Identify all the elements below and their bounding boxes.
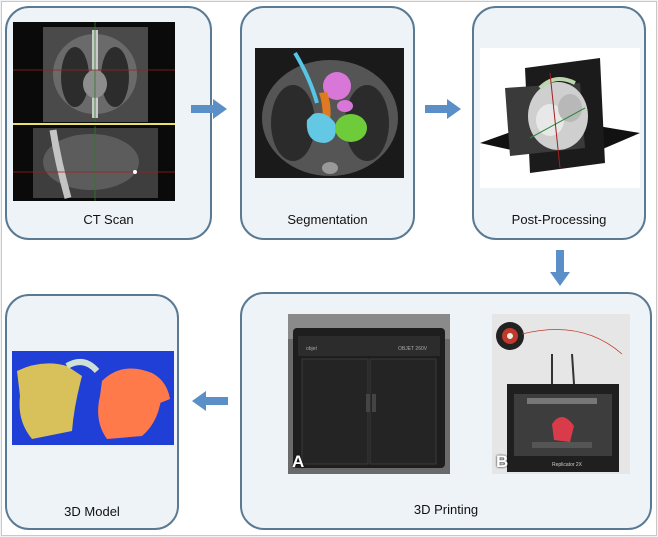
stage-ct-scan: CT Scan xyxy=(5,6,212,240)
model-3d-graphic xyxy=(12,351,174,445)
printer-a-model-text: OBJET 260V xyxy=(398,346,428,352)
segmentation-graphic xyxy=(255,48,404,178)
arrow-left-icon xyxy=(192,391,228,411)
post-processing-image xyxy=(480,48,640,188)
stage-post-processing: Post-Processing xyxy=(472,6,646,240)
stage-label-post-processing: Post-Processing xyxy=(511,212,607,227)
stage-segmentation: Segmentation xyxy=(240,6,415,240)
arrow-right-icon xyxy=(191,99,227,119)
printer-a-graphic: objet OBJET 260V xyxy=(288,314,450,474)
stage-label-segmentation: Segmentation xyxy=(287,212,368,227)
printer-b-graphic: Replicator 2X xyxy=(492,314,630,474)
printer-b-tag: B xyxy=(496,452,509,471)
stage-label-3d-model: 3D Model xyxy=(64,504,120,519)
post-processing-graphic xyxy=(480,48,640,188)
stage-3d-model: 3D Model xyxy=(5,294,179,530)
printer-b-photo: Replicator 2X B xyxy=(492,314,630,474)
stage-label-ct-scan: CT Scan xyxy=(83,212,134,227)
svg-text:objet: objet xyxy=(306,346,317,352)
stage-label-3d-printing: 3D Printing xyxy=(413,502,479,517)
printer-b-model-text: Replicator 2X xyxy=(552,462,583,468)
arrow-right-icon xyxy=(425,99,461,119)
ct-scan-graphic xyxy=(13,22,175,201)
model-3d-photo xyxy=(12,351,174,445)
arrow-down-icon xyxy=(550,250,570,286)
printer-a-photo: objet OBJET 260V A xyxy=(288,314,450,474)
segmentation-image xyxy=(255,48,404,178)
printer-a-tag: A xyxy=(292,452,305,471)
ct-scan-image xyxy=(13,22,175,201)
stage-3d-printing: objet OBJET 260V A Replicator 2X B 3D Pr… xyxy=(240,292,652,530)
